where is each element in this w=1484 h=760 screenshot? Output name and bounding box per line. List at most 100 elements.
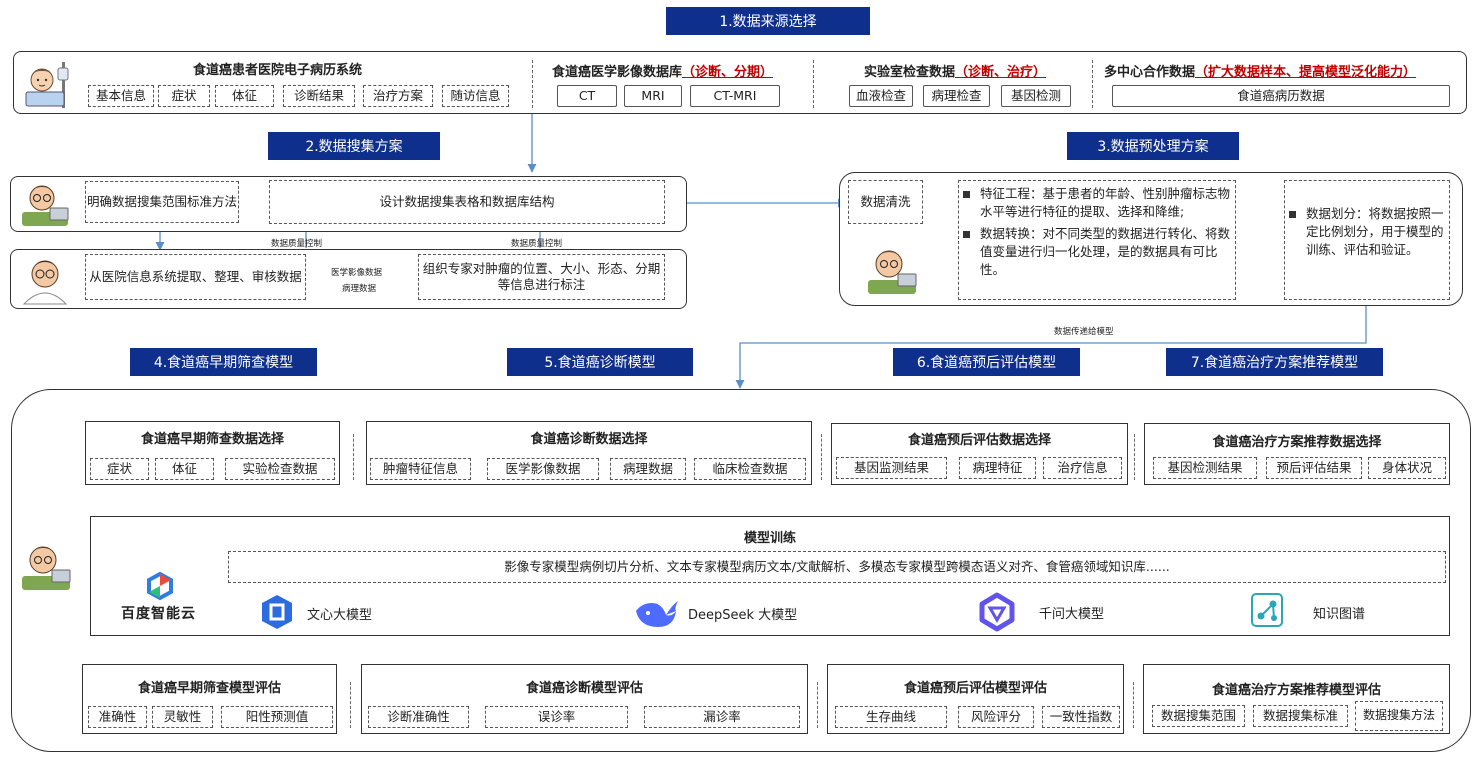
knowledge-graph-label: 知识图谱 (1313, 607, 1366, 622)
header-prognosis-model: 6.食道癌预后评估模型 (893, 348, 1080, 376)
data-cleaning-box: 数据清洗 (848, 180, 923, 224)
feature-transform-box: 特征工程：基于患者的年龄、性别肿瘤标志物水平等进行特征的提取、选择和降维; 数据… (958, 180, 1236, 300)
treat-eval-item: 数据搜集标准 (1253, 705, 1348, 727)
pass-to-model-label: 数据传递给模型 (1054, 327, 1114, 337)
header-data-source: 1.数据来源选择 (666, 7, 870, 35)
lab-title-text: 实验室检查数据 (864, 65, 956, 80)
doctor-icon (866, 242, 918, 296)
doctor-icon (20, 178, 70, 228)
separator (813, 60, 814, 108)
feature-eng-text: 特征工程：基于患者的年龄、性别肿瘤标志物水平等进行特征的提取、选择和降维; (980, 186, 1231, 219)
prog-eval-item: 风险评分 (958, 706, 1034, 728)
separator (532, 60, 533, 108)
treat-selection-item: 身体状况 (1368, 457, 1446, 479)
diag-selection-item: 临床检查数据 (694, 458, 806, 480)
data-split-box: 数据划分：将数据按照一定比例划分，用于模型的训练、评估和验证。 (1284, 180, 1450, 300)
deepseek-whale-icon (632, 593, 680, 631)
early-selection-title: 食道癌早期筛查数据选择 (140, 432, 284, 447)
header-early-screening-model: 4.食道癌早期筛查模型 (130, 348, 317, 376)
separator (1092, 60, 1093, 108)
bullet-icon (963, 191, 970, 198)
diag-selection-item: 医学影像数据 (487, 458, 599, 480)
early-selection-item: 症状 (90, 458, 149, 480)
baidu-cloud-label: 百度智能云 (121, 606, 196, 622)
emr-item: 症状 (158, 85, 210, 107)
lab-item: 血液检查 (849, 85, 913, 107)
wenxin-label: 文心大模型 (307, 608, 373, 623)
data-split-text: 数据划分：将数据按照一定比例划分，用于模型的训练、评估和验证。 (1306, 206, 1444, 257)
qianwen-label: 千问大模型 (1039, 607, 1105, 622)
early-eval-title: 食道癌早期筛查模型评估 (137, 681, 281, 696)
separator (821, 434, 822, 480)
feature-eng-item: 特征工程：基于患者的年龄、性别肿瘤标志物水平等进行特征的提取、选择和降维; (963, 185, 1231, 221)
imaging-item: CT-MRI (690, 85, 780, 107)
bullet-icon (963, 231, 970, 238)
treat-eval-title: 食道癌治疗方案推荐模型评估 (1211, 683, 1381, 698)
separator (817, 682, 818, 728)
prog-selection-item: 病理特征 (959, 457, 1036, 479)
baidu-cloud-icon (145, 572, 175, 602)
separator (353, 434, 354, 480)
diag-eval-item: 诊断准确性 (368, 706, 469, 728)
imaging-title: 食道癌医学影像数据库（诊断、分期） (552, 61, 773, 80)
preprocess-panel (839, 172, 1463, 306)
header-data-collection: 2.数据搜集方案 (268, 132, 440, 160)
knowledge-graph-icon (1250, 592, 1284, 628)
patient-icon (22, 58, 76, 110)
prog-selection-title: 食道癌预后评估数据选择 (907, 433, 1051, 448)
treat-selection-item: 预后评估结果 (1266, 457, 1362, 479)
early-selection-item: 体征 (155, 458, 214, 480)
qianwen-icon (977, 592, 1017, 632)
lab-note: （诊断、治疗） (955, 65, 1047, 80)
emr-item: 基本信息 (88, 85, 154, 107)
imaging-item: MRI (624, 85, 682, 107)
define-scope-box: 明确数据搜集范围标准方法 (85, 181, 239, 223)
lab-item: 基因检测 (1001, 85, 1071, 107)
emr-item: 随访信息 (442, 85, 509, 107)
diag-selection-title: 食道癌诊断数据选择 (530, 432, 648, 447)
transform-text: 数据转换：对不同类型的数据进行转化、将数值变量进行归一化处理，是的数据具有可比性… (980, 226, 1231, 277)
early-selection-item: 实验检查数据 (225, 458, 335, 480)
design-table-box: 设计数据搜集表格和数据库结构 (269, 180, 665, 224)
diag-eval-item: 误诊率 (485, 706, 628, 728)
doctor-icon (20, 538, 72, 592)
doctor-icon (20, 252, 70, 306)
early-eval-item: 阳性预测值 (221, 706, 333, 728)
prog-eval-title: 食道癌预后评估模型评估 (903, 681, 1047, 696)
imaging-note: （诊断、分期） (682, 65, 774, 80)
multi-center-title: 多中心合作数据（扩大数据样本、提高模型泛化能力） (1104, 61, 1416, 80)
prog-eval-item: 生存曲线 (835, 706, 947, 728)
multi-center-note: （扩大数据样本、提高模型泛化能力） (1195, 65, 1417, 80)
data-split-item: 数据划分：将数据按照一定比例划分，用于模型的训练、评估和验证。 (1289, 205, 1445, 259)
emr-item: 诊断结果 (283, 85, 355, 107)
wenxin-icon (258, 593, 296, 631)
early-eval-item: 灵敏性 (152, 706, 213, 728)
header-data-preprocess: 3.数据预处理方案 (1067, 132, 1239, 160)
treat-eval-item: 数据搜集范围 (1152, 705, 1245, 727)
pathology-data-label: 病理数据 (342, 284, 377, 294)
header-diagnosis-model: 5.食道癌诊断模型 (507, 348, 693, 376)
diag-eval-title: 食道癌诊断模型评估 (525, 681, 643, 696)
imaging-data-label: 医学影像数据 (331, 268, 383, 278)
early-eval-item: 准确性 (88, 706, 147, 728)
treat-selection-item: 基因检测结果 (1153, 457, 1257, 479)
annotate-box: 组织专家对肿瘤的位置、大小、形态、分期等信息进行标注 (418, 254, 665, 300)
separator (1133, 682, 1134, 728)
diag-selection-item: 肿瘤特征信息 (370, 458, 471, 480)
separator (1134, 434, 1135, 480)
extract-data-box: 从医院信息系统提取、整理、审核数据 (85, 254, 306, 300)
emr-title: 食道癌患者医院电子病历系统 (193, 63, 363, 78)
prog-selection-item: 治疗信息 (1043, 457, 1122, 479)
imaging-title-text: 食道癌医学影像数据库 (552, 65, 683, 80)
quality-control-label: 数据质量控制 (511, 239, 563, 249)
model-training-desc: 影像专家模型病例切片分析、文本专家模型病历文本/文献解析、多模态专家模型跨模态语… (228, 551, 1446, 583)
multi-center-title-text: 多中心合作数据 (1104, 65, 1196, 80)
bullet-icon (1289, 211, 1296, 218)
quality-control-label: 数据质量控制 (271, 239, 323, 249)
imaging-item: CT (557, 85, 617, 107)
header-treatment-model: 7.食道癌治疗方案推荐模型 (1166, 348, 1383, 376)
lab-title: 实验室检查数据（诊断、治疗） (864, 61, 1046, 80)
emr-item: 治疗方案 (363, 85, 433, 107)
lab-item: 病理检查 (923, 85, 990, 107)
deepseek-label: DeepSeek 大模型 (688, 608, 798, 623)
